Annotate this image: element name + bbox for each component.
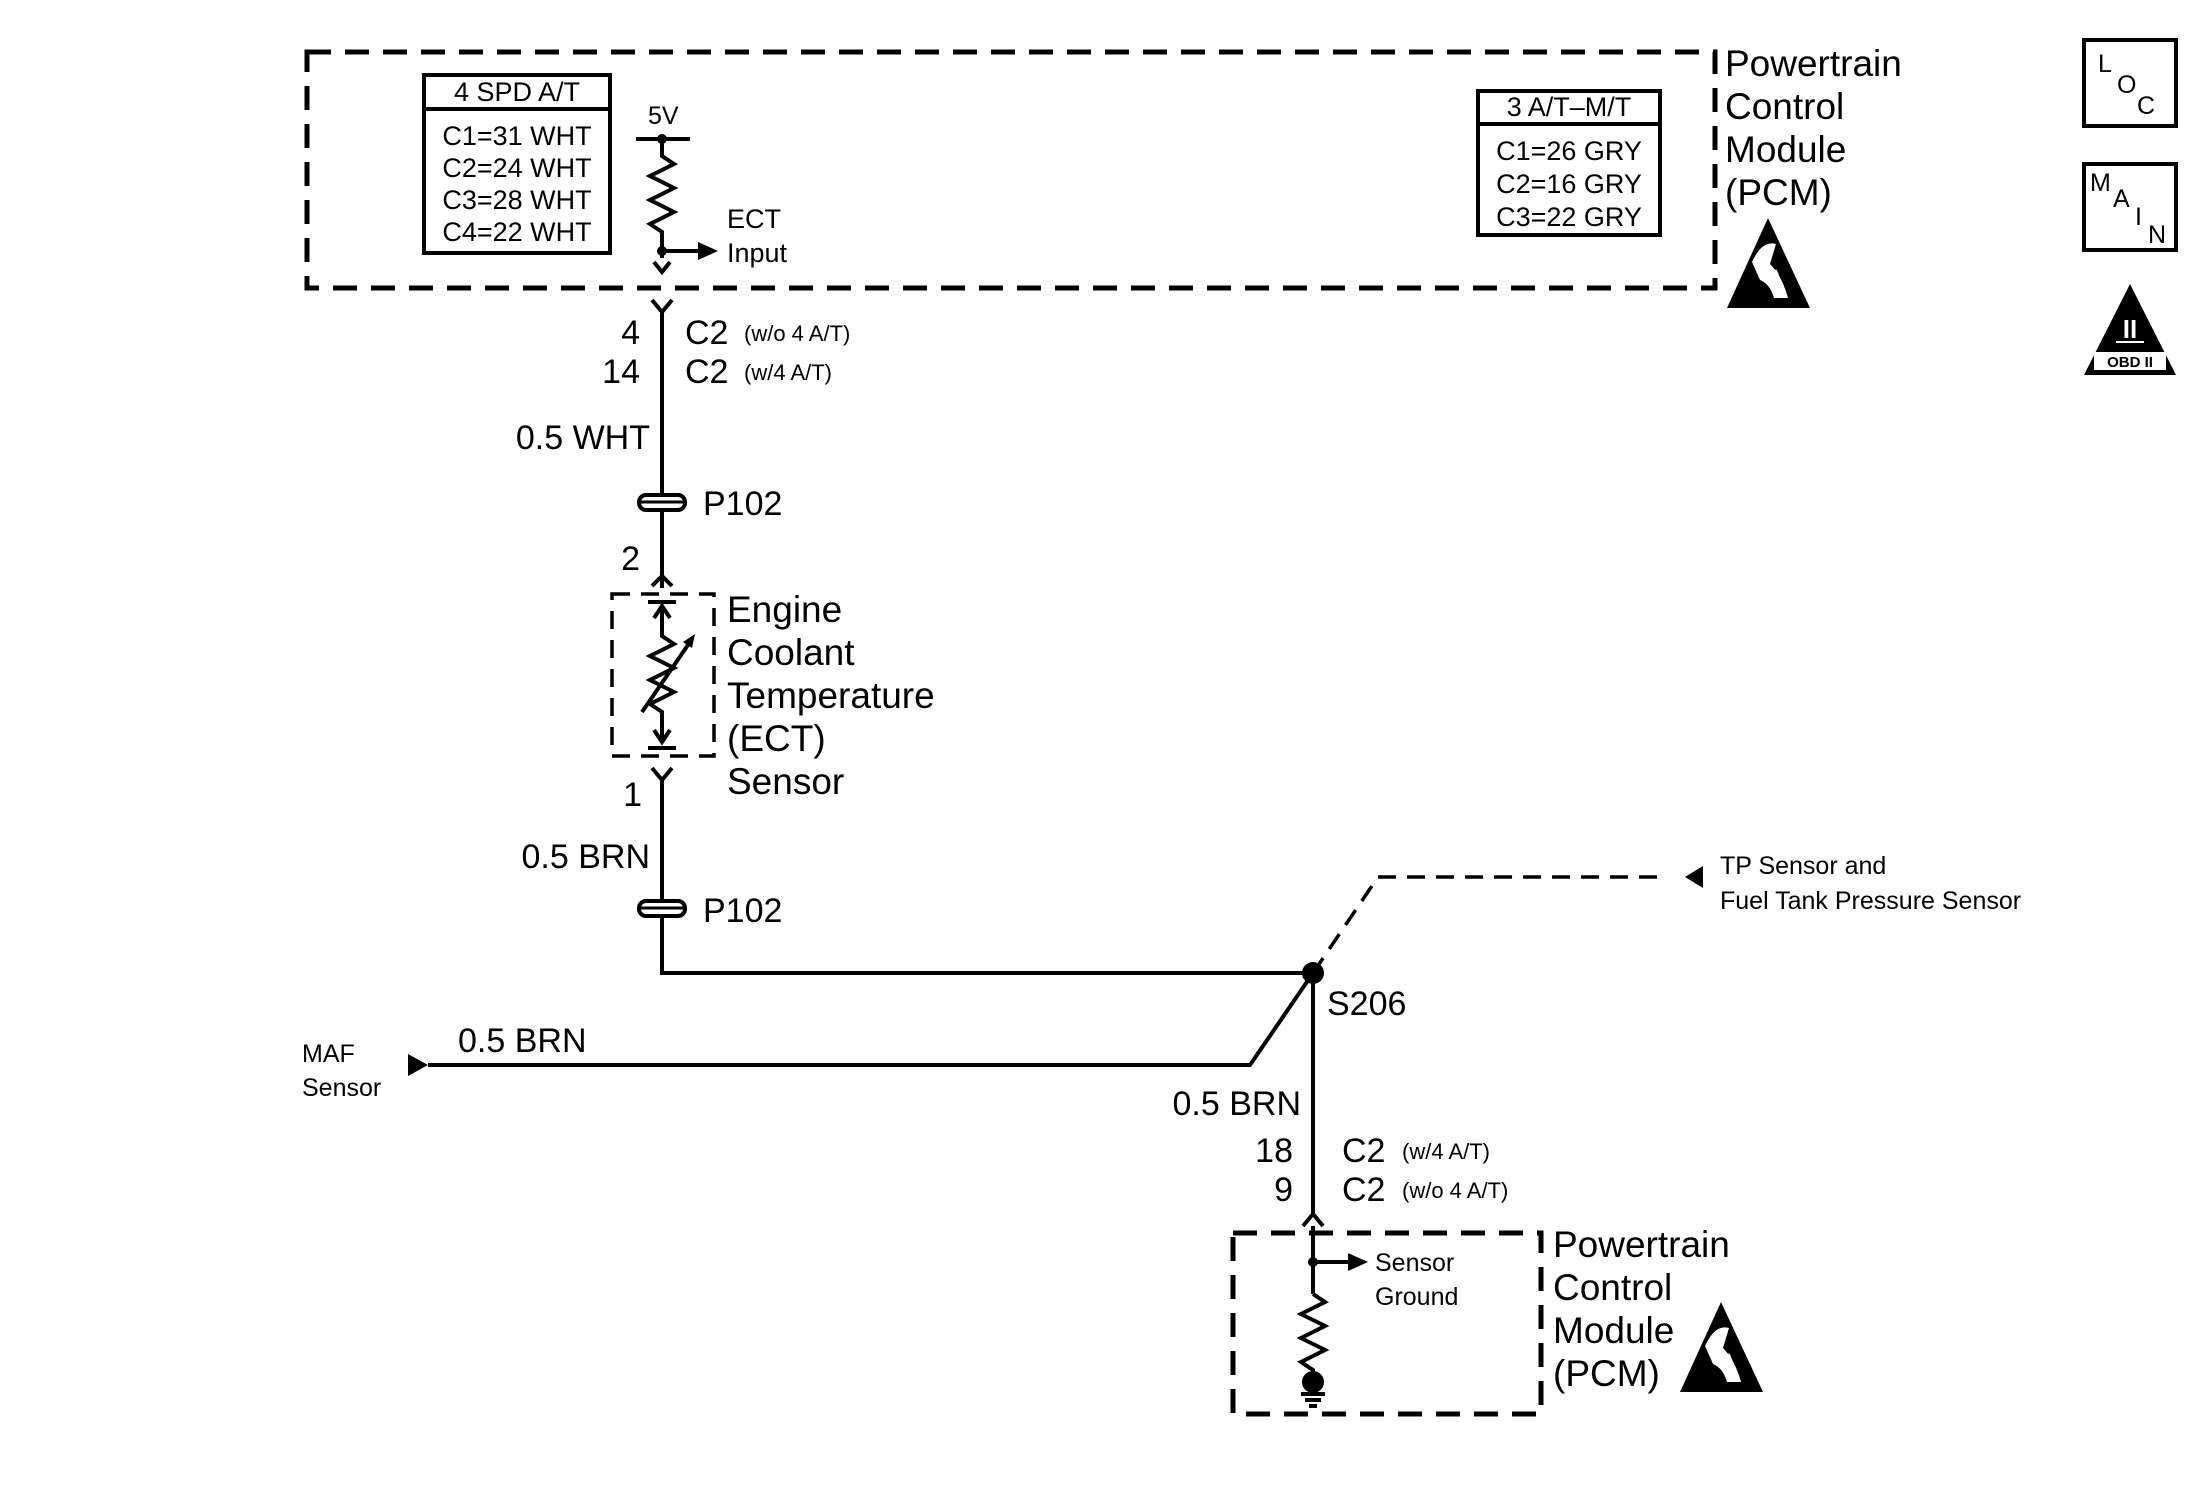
obd-ii-icon[interactable]: II OBD II <box>2084 284 2176 375</box>
table-3at-mt: 3 A/T–M/T C1=26 GRY C2=16 GRY C3=22 GRY <box>1476 89 1662 237</box>
svg-text:II: II <box>2123 314 2137 344</box>
connector-terminal-icon <box>650 573 674 588</box>
svg-text:N: N <box>2148 221 2166 249</box>
pcm-bottom-module: Sensor Ground Powertrain Control Module … <box>1230 1224 1763 1417</box>
esd-warning-icon <box>1680 1302 1763 1392</box>
table-4spd-row: C2=24 WHT <box>442 153 591 183</box>
reference-arrow-icon <box>408 1054 428 1076</box>
pcm-bottom-connector: 18 C2 (w/4 A/T) 9 C2 (w/o 4 A/T) <box>1255 1132 1508 1228</box>
pcm-top-module: Powertrain Control Module (PCM) 4 SPD A/… <box>304 43 1902 308</box>
ect-sensor-label-line-1: Engine <box>727 589 842 630</box>
sensor-ground-label-line-2: Ground <box>1375 1283 1458 1311</box>
connector-note: (w/o 4 A/T) <box>744 321 850 346</box>
svg-text:M: M <box>2090 169 2111 197</box>
connector-note: (w/4 A/T) <box>1402 1139 1490 1164</box>
pin-number: 14 <box>602 353 640 391</box>
ect-sensor-label-line-3: Temperature <box>727 675 935 716</box>
svg-text:O: O <box>2117 71 2136 99</box>
maf-sensor-reference: MAF Sensor 0.5 BRN <box>302 971 1315 1102</box>
table-4spd-row: C1=31 WHT <box>442 121 591 151</box>
connector-id: C2 <box>685 353 728 391</box>
connector-note: (w/4 A/T) <box>744 360 832 385</box>
wire-0-5-wht-label: 0.5 WHT <box>516 419 650 457</box>
ect-sensor: Engine Coolant Temperature (ECT) Sensor <box>610 573 935 802</box>
variable-resistor-arrow <box>640 640 692 714</box>
ect-sensor-label-line-2: Coolant <box>727 632 855 673</box>
splice-s206: S206 <box>1302 962 1406 1023</box>
ect-sensor-label-line-5: Sensor <box>727 761 844 802</box>
reference-arrow-icon <box>1685 866 1703 888</box>
main-icon[interactable]: M A I N <box>2082 162 2178 252</box>
tp-reference-line-2: Fuel Tank Pressure Sensor <box>1720 887 2021 915</box>
connector-id: C2 <box>685 314 728 352</box>
table-4spd-row: C4=22 WHT <box>442 217 591 247</box>
loc-icon[interactable]: L O C <box>2082 38 2178 128</box>
svg-text:C: C <box>2137 92 2155 120</box>
table-4spd-at: 4 SPD A/T C1=31 WHT C2=24 WHT C3=28 WHT … <box>422 73 612 255</box>
wire-0-5-brn-maf-label: 0.5 BRN <box>458 1022 587 1060</box>
table-3at-row: C3=22 GRY <box>1496 202 1642 232</box>
ect-input-label-line-2: Input <box>727 238 788 268</box>
ect-input-arrow-icon <box>698 242 718 260</box>
splice-s206-label: S206 <box>1327 985 1406 1023</box>
p102-bottom-label: P102 <box>703 892 782 930</box>
pull-up-resistor: 5V ECT Input <box>636 102 788 276</box>
pcm-top-title-line-1: Powertrain <box>1725 43 1902 84</box>
table-4spd-header: 4 SPD A/T <box>454 77 580 107</box>
wire-0-5-brn-pcm-label: 0.5 BRN <box>1173 1085 1302 1123</box>
pcm-top-connector: 4 C2 (w/o 4 A/T) 14 C2 (w/4 A/T) <box>602 298 850 391</box>
pcm-top-title-line-2: Control <box>1725 86 1844 127</box>
maf-reference-line-1: MAF <box>302 1040 355 1068</box>
connector-terminal-icon <box>650 298 674 316</box>
svg-text:L: L <box>2098 50 2112 78</box>
table-3at-row: C1=26 GRY <box>1496 136 1642 166</box>
sensor-ground-label-line-1: Sensor <box>1375 1249 1454 1277</box>
inline-connector-p102-bottom: P102 <box>637 892 782 930</box>
p102-top-label: P102 <box>703 485 782 523</box>
pcm-top-title-line-4: (PCM) <box>1725 172 1832 213</box>
maf-reference-line-2: Sensor <box>302 1074 381 1102</box>
connector-id: C2 <box>1342 1132 1385 1170</box>
wire-0-5-brn-maf <box>428 971 1315 1067</box>
ect-input-label-line-1: ECT <box>727 204 781 234</box>
esd-warning-icon <box>1727 218 1810 308</box>
pcm-bottom-title-line-1: Powertrain <box>1553 1224 1730 1265</box>
ect-sensor-label-line-4: (ECT) <box>727 718 826 759</box>
connector-terminal-icon <box>1301 1210 1325 1228</box>
supply-5v-label: 5V <box>648 102 679 130</box>
ect-pin-top: 2 <box>621 540 640 578</box>
svg-text:OBD II: OBD II <box>2107 354 2153 371</box>
pin-number: 18 <box>1255 1132 1293 1170</box>
table-3at-header: 3 A/T–M/T <box>1507 92 1632 122</box>
tp-reference-line-1: TP Sensor and <box>1720 852 1886 880</box>
pcm-bottom-boundary <box>1230 1230 1544 1417</box>
sensor-ground-arrow-icon <box>1348 1253 1368 1271</box>
pcm-bottom-title-line-4: (PCM) <box>1553 1353 1660 1394</box>
pcm-top-boundary <box>304 49 1718 291</box>
wire-0-5-brn-ect-label: 0.5 BRN <box>522 838 651 876</box>
table-3at-row: C2=16 GRY <box>1496 169 1642 199</box>
tp-sensor-reference: TP Sensor and Fuel Tank Pressure Sensor <box>1311 852 2021 974</box>
pin-number: 4 <box>621 314 640 352</box>
table-4spd-row: C3=28 WHT <box>442 185 591 215</box>
svg-text:A: A <box>2113 185 2130 213</box>
ect-pin-bottom: 1 <box>623 776 642 814</box>
wire-to-splice <box>660 916 1313 975</box>
pcm-bottom-title-line-2: Control <box>1553 1267 1672 1308</box>
connector-terminal-icon <box>650 766 674 784</box>
ect-sensor-boundary <box>610 592 716 758</box>
svg-text:I: I <box>2135 203 2142 231</box>
connector-note: (w/o 4 A/T) <box>1402 1178 1508 1203</box>
ground-icon <box>1301 1371 1325 1408</box>
pcm-top-title-line-3: Module <box>1725 129 1846 170</box>
connector-id: C2 <box>1342 1171 1385 1209</box>
pcm-bottom-title-line-3: Module <box>1553 1310 1674 1351</box>
pin-number: 9 <box>1274 1171 1293 1209</box>
